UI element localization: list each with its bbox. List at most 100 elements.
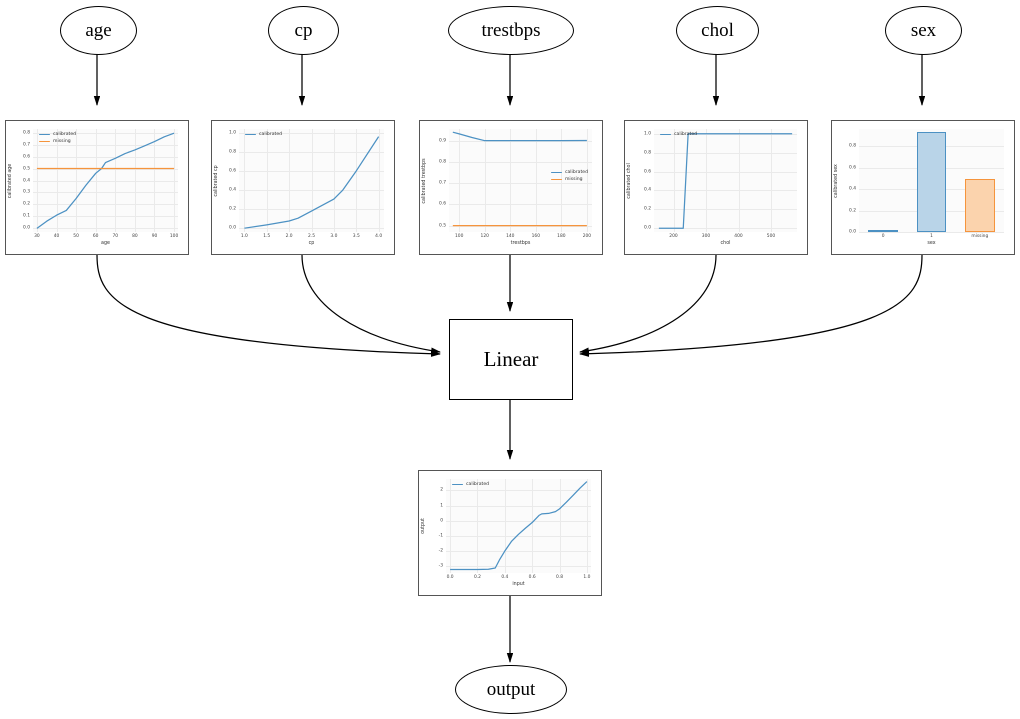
gridline-vertical	[356, 129, 358, 232]
x-tick-label: 1.5	[263, 234, 271, 239]
chart-legend: calibrated	[245, 132, 282, 137]
gridline-vertical	[504, 479, 506, 573]
y-tick-label: 0.9	[439, 138, 446, 144]
gridline-horizontal	[239, 209, 384, 211]
legend-item-missing: missing	[39, 139, 76, 144]
series-calibrated	[658, 133, 793, 229]
x-axis-label: trestbps	[510, 241, 531, 246]
gridline-vertical	[559, 479, 561, 573]
gridline-horizontal	[239, 228, 384, 230]
gridline-horizontal	[654, 228, 797, 230]
gridline-vertical	[771, 129, 772, 232]
x-tick-label: 1.0	[583, 575, 591, 580]
x-tick-label: 90	[151, 234, 158, 239]
gridline-vertical	[333, 129, 335, 232]
x-tick-label: 140	[506, 234, 515, 239]
series-calibrated	[450, 481, 588, 571]
y-axis-label: calibrated sex	[834, 163, 839, 198]
y-axis-label: calibrated chol	[627, 162, 632, 199]
y-tick-label: 1.0	[229, 130, 236, 136]
legend-item-calibrated: calibrated	[660, 132, 697, 137]
gridline-horizontal	[33, 156, 178, 158]
gridline-horizontal	[654, 209, 797, 211]
legend-item-calibrated: calibrated	[39, 132, 76, 137]
y-tick-label: 0.5	[439, 223, 446, 229]
series-calibrated	[452, 131, 587, 142]
x-tick-label: 1.0	[240, 234, 248, 239]
legend-item-missing: missing	[550, 177, 588, 183]
node-age[interactable]: age	[60, 6, 137, 55]
y-tick-label: 0.2	[644, 206, 651, 212]
gridline-horizontal	[33, 132, 178, 134]
y-tick-label: 0.0	[849, 229, 856, 235]
node-age-label: age	[85, 20, 112, 41]
x-tick-label: 40	[53, 234, 60, 239]
series-calibrated	[244, 136, 380, 229]
edge-sex-to-linear	[579, 254, 923, 357]
node-trestbps[interactable]: trestbps	[448, 6, 574, 55]
node-chol[interactable]: chol	[676, 6, 759, 55]
y-tick-label: 0.0	[644, 225, 651, 231]
x-tick-label: 60	[92, 234, 99, 239]
gridline-horizontal	[446, 551, 591, 553]
axes-background	[449, 129, 592, 232]
node-output[interactable]: output	[455, 665, 567, 714]
node-trestbps-label: trestbps	[481, 20, 541, 41]
bar-0	[868, 230, 899, 232]
node-sex-label: sex	[910, 20, 937, 41]
x-axis-label: chol	[720, 241, 731, 246]
y-tick-label: 0.2	[849, 208, 856, 214]
legend-swatch-icon	[39, 133, 50, 136]
y-tick-label: 0.8	[849, 143, 856, 149]
y-tick-label: 0.4	[229, 187, 236, 193]
y-tick-label: 0.8	[439, 159, 446, 165]
gridline-vertical	[266, 129, 268, 232]
y-tick-label: 0.7	[439, 180, 446, 186]
legend-item-calibrated: calibrated	[245, 132, 282, 137]
x-tick-label: 100	[455, 234, 464, 239]
y-tick-label: 0.1	[23, 213, 30, 219]
y-tick-label: 0.6	[23, 154, 30, 160]
y-tick-label: 0.5	[23, 166, 30, 172]
gridline-horizontal	[446, 520, 591, 522]
gridline-horizontal	[239, 151, 384, 153]
x-tick-label: 0.2	[473, 575, 481, 580]
node-linear[interactable]: Linear	[449, 319, 573, 400]
gridline-vertical	[510, 129, 512, 232]
gridline-vertical	[532, 479, 534, 573]
x-tick-label: 50	[73, 234, 79, 239]
node-cp[interactable]: cp	[268, 6, 339, 55]
legend-label: calibrated	[564, 170, 588, 176]
x-tick-label: 0.4	[501, 575, 509, 580]
y-tick-label: 1.0	[644, 131, 651, 137]
node-sex[interactable]: sex	[885, 6, 962, 55]
node-output-label: output	[486, 679, 536, 700]
series-layer	[452, 131, 587, 227]
legend-label: missing	[564, 177, 583, 183]
y-tick-label: -2	[438, 548, 443, 554]
series-layer	[658, 133, 793, 229]
y-tick-label: 0.2	[23, 201, 30, 207]
bar-1	[916, 132, 947, 232]
x-tick-label: 120	[480, 234, 489, 239]
legend-label: calibrated	[259, 132, 283, 137]
legend-item-calibrated: calibrated	[550, 170, 588, 176]
gridline-horizontal	[654, 171, 797, 173]
gridline-horizontal	[446, 566, 591, 568]
x-axis-label: sex	[927, 241, 936, 246]
